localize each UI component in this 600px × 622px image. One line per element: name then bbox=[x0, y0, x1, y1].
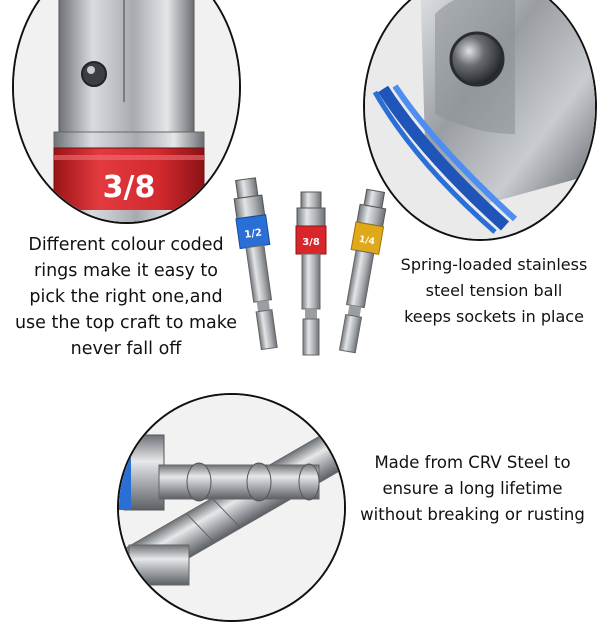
caption-line: rings make it easy to bbox=[34, 261, 218, 281]
ring-label-red: 3/8 bbox=[302, 237, 320, 248]
zoom-circle-red-ring: 3/8 bbox=[12, 0, 241, 224]
caption-line: keeps sockets in place bbox=[404, 307, 584, 326]
red-bit: 3/8 bbox=[295, 191, 327, 356]
blue-bit: 1/2 bbox=[233, 177, 278, 351]
caption-line: Spring-loaded stainless bbox=[400, 255, 588, 274]
ring-label-large: 3/8 bbox=[103, 170, 156, 205]
red-ring-closeup-image: 3/8 bbox=[14, 0, 239, 222]
crv-steel-closeup-image bbox=[119, 395, 344, 620]
yellow-bit: 1/4 bbox=[338, 188, 387, 354]
caption-line: Different colour coded bbox=[28, 235, 224, 255]
zoom-circle-tension-ball bbox=[363, 0, 597, 241]
caption-colour-coded-rings: Different colour coded rings make it eas… bbox=[0, 232, 252, 362]
caption-line: steel tension ball bbox=[425, 281, 563, 300]
ring-label-blue: 1/2 bbox=[244, 227, 263, 240]
tension-ball-closeup-image bbox=[365, 0, 595, 239]
socket-adapter-bit-icon: 1/2 3/8 1/4 bbox=[233, 177, 387, 356]
zoom-circle-crv-steel bbox=[117, 393, 346, 622]
caption-line: without breaking or rusting bbox=[360, 505, 585, 524]
caption-line: Made from CRV Steel to bbox=[374, 453, 571, 472]
caption-tension-ball: Spring-loaded stainless steel tension ba… bbox=[388, 252, 600, 330]
caption-line: never fall off bbox=[70, 339, 182, 359]
caption-crv-steel: Made from CRV Steel to ensure a long lif… bbox=[350, 450, 595, 528]
ring-label-yellow: 1/4 bbox=[358, 235, 375, 248]
caption-line: use the top craft to make bbox=[14, 313, 238, 333]
caption-line: pick the right one,and bbox=[29, 287, 223, 307]
caption-line: ensure a long lifetime bbox=[382, 479, 563, 498]
